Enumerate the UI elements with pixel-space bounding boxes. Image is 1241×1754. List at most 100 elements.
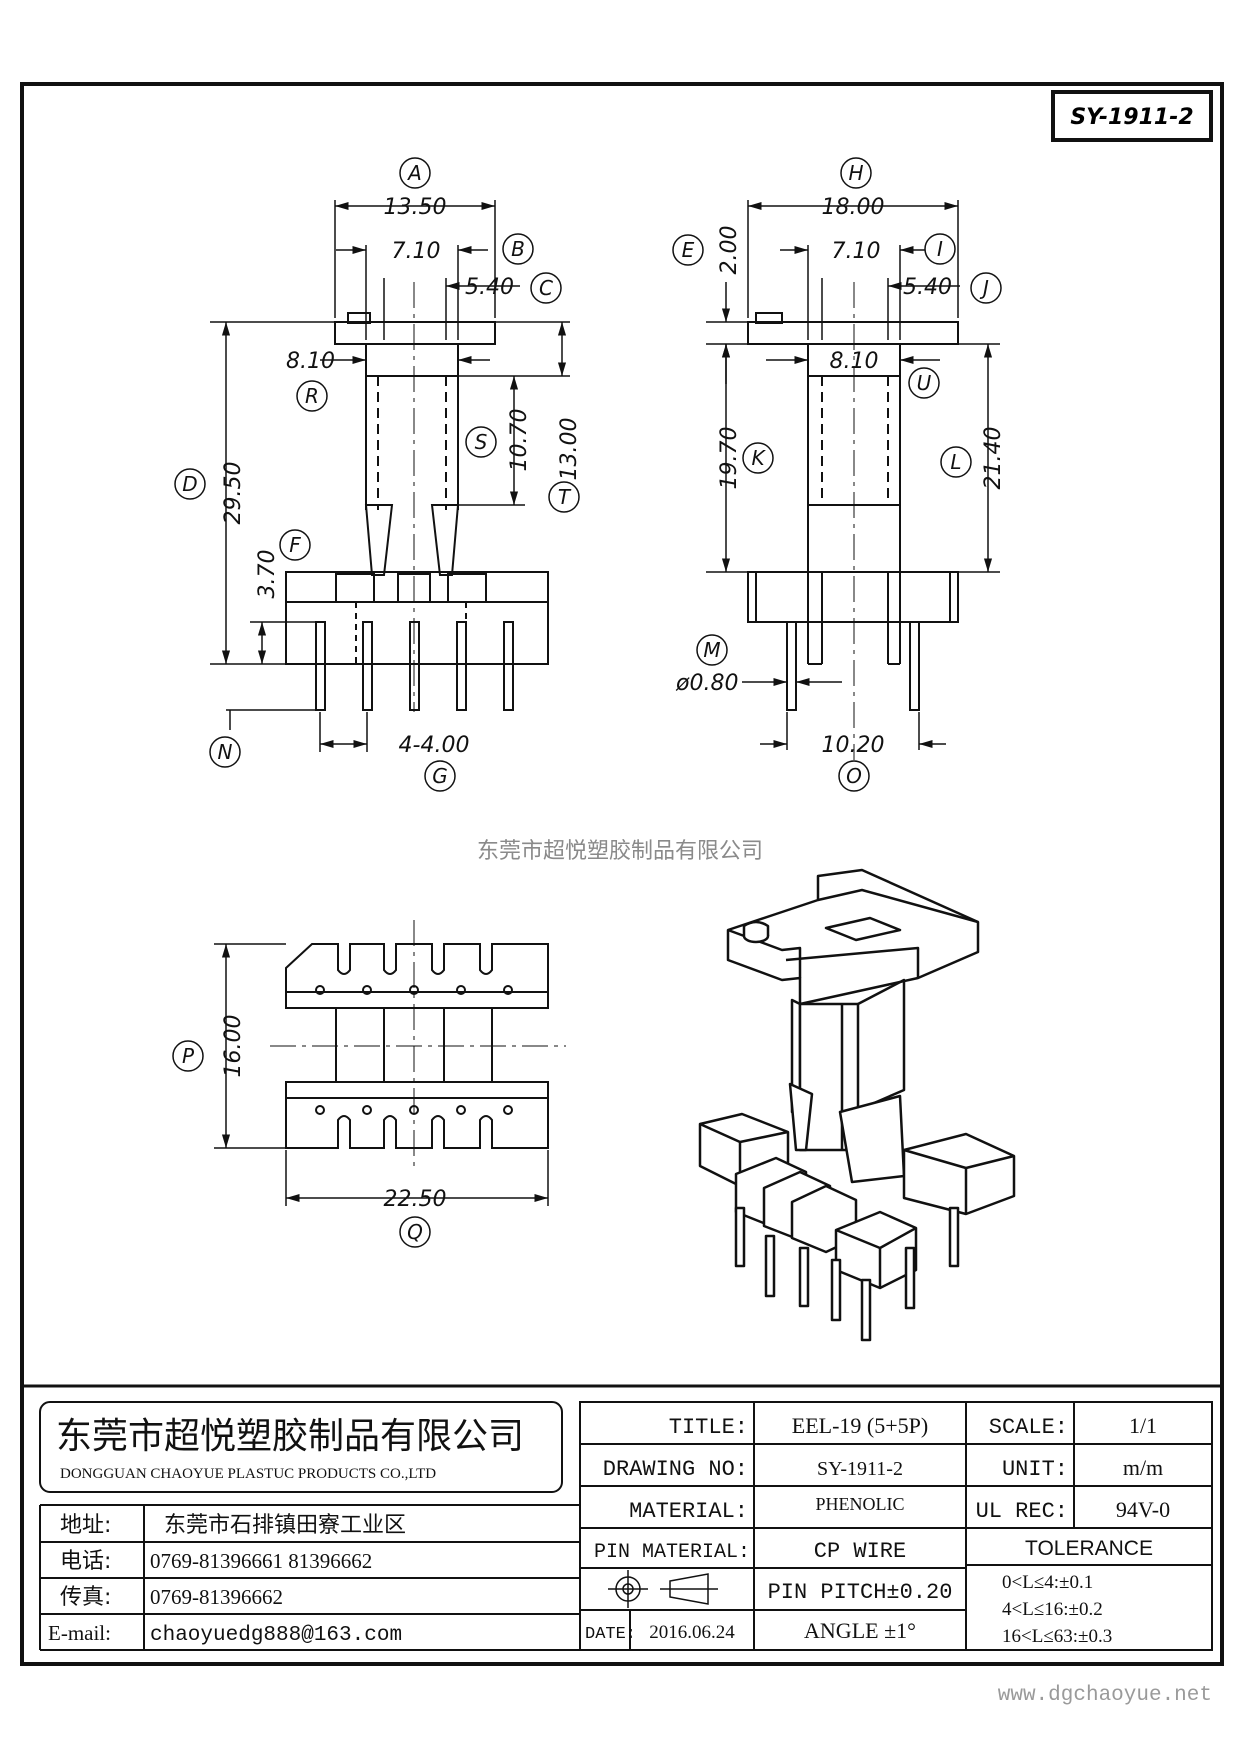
address-value: 东莞市石排镇田寮工业区 <box>164 1513 406 1538</box>
dim-f-value: 3.70 <box>255 550 280 599</box>
email-value: chaoyuedg888@163.com <box>150 1624 402 1647</box>
svg-text:J: J <box>979 276 989 300</box>
dim-l-value: 21.40 <box>981 427 1006 490</box>
dim-q-value: 22.50 <box>384 1187 447 1212</box>
balloon-p: P <box>172 1040 204 1072</box>
dim-t-value: 13.00 <box>557 418 582 481</box>
dim-m-value: ø0.80 <box>675 671 738 696</box>
dim-e-value: 2.00 <box>717 226 742 275</box>
bottom-dimensions <box>214 943 549 1206</box>
svg-text:L: L <box>950 450 961 474</box>
front-dimension-text: 13.50 7.10 5.40 8.10 10.70 13.00 29.50 3… <box>221 195 582 758</box>
svg-text:T: T <box>558 485 572 509</box>
side-dimensions <box>706 200 1000 750</box>
balloon-o: O <box>838 760 870 792</box>
email-label: E-mail: <box>48 1621 111 1645</box>
svg-text:E: E <box>682 238 695 262</box>
date-value: 2016.06.24 <box>649 1622 735 1643</box>
balloon-k: K <box>742 442 774 474</box>
dim-o-value: 10.20 <box>822 733 885 758</box>
front-dimensions <box>210 200 570 752</box>
balloon-m: M <box>696 634 728 666</box>
unit-value: m/m <box>1123 1455 1163 1480</box>
dim-i-value: 7.10 <box>832 239 881 264</box>
tolerance-symbol <box>608 1570 718 1608</box>
dim-u-value: 8.10 <box>830 349 879 374</box>
sheet-frame <box>20 82 1224 1666</box>
tolerance-row-2: 4<L≤16:±0.2 <box>1002 1599 1103 1620</box>
side-dimension-text: 18.00 7.10 5.40 8.10 2.00 19.70 21.40 ø0… <box>675 195 1006 758</box>
svg-text:S: S <box>475 430 488 454</box>
svg-text:D: D <box>182 472 197 496</box>
watermark-text: 东莞市超悦塑胶制品有限公司 <box>477 839 763 864</box>
svg-text:M: M <box>703 638 720 662</box>
svg-text:R: R <box>305 384 319 408</box>
dim-r-value: 8.10 <box>286 349 335 374</box>
website-url: www.dgchaoyue.net <box>998 1684 1212 1707</box>
tolerance-label: TOLERANCE <box>1025 1537 1153 1560</box>
balloon-t: T <box>548 481 580 513</box>
angle-value: ANGLE ±1° <box>804 1618 916 1643</box>
scale-label: SCALE: <box>989 1415 1068 1440</box>
unit-label: UNIT: <box>1002 1457 1068 1482</box>
svg-text:G: G <box>432 764 448 788</box>
fax-value: 0769-81396662 <box>150 1585 283 1609</box>
phone-value: 0769-81396661 81396662 <box>150 1549 372 1573</box>
svg-text:B: B <box>511 237 525 261</box>
dim-g-value: 4-4.00 <box>399 733 470 758</box>
svg-text:K: K <box>751 446 766 470</box>
front-base <box>285 571 549 665</box>
dim-j-value: 5.40 <box>903 275 952 300</box>
side-balloons: H E I J U K L M O <box>672 157 1002 792</box>
ul-rec-label: UL REC: <box>976 1499 1068 1524</box>
pin-material-value: CP WIRE <box>814 1539 906 1564</box>
side-base <box>747 571 959 623</box>
drawing-no-label: DRAWING NO: <box>603 1457 748 1482</box>
drawing-no-value: SY-1911-2 <box>817 1458 903 1480</box>
svg-text:F: F <box>289 533 301 557</box>
bottom-balloons: P Q <box>172 1040 431 1248</box>
balloon-e: E <box>672 234 704 266</box>
svg-text:I: I <box>937 237 943 261</box>
tolerance-row-1: 0<L≤4:±0.1 <box>1002 1572 1093 1593</box>
phone-label: 电话: <box>60 1549 111 1574</box>
balloon-d: D <box>174 468 206 500</box>
ul-rec-value: 94V-0 <box>1116 1497 1170 1522</box>
isometric-view <box>698 868 1016 1342</box>
balloon-f: F <box>279 529 311 561</box>
dim-p-value: 16.00 <box>221 1015 246 1078</box>
scale-value: 1/1 <box>1129 1413 1157 1438</box>
title-block <box>22 1384 1222 1651</box>
dim-k-value: 19.70 <box>717 427 742 490</box>
material-label: MATERIAL: <box>629 1499 748 1524</box>
title-value: EEL-19 (5+5P) <box>792 1413 928 1438</box>
svg-text:Q: Q <box>407 1220 423 1244</box>
address-label: 地址: <box>60 1513 111 1538</box>
balloon-h: H <box>840 157 872 189</box>
balloon-b: B <box>502 233 534 265</box>
balloon-r: R <box>296 380 328 412</box>
balloon-n: N <box>209 736 241 768</box>
drawing-code-box: SY-1911-2 <box>1051 90 1213 142</box>
drawing-code: SY-1911-2 <box>1070 105 1193 130</box>
front-view <box>285 282 549 712</box>
balloon-a: A <box>399 157 431 189</box>
svg-text:C: C <box>539 276 553 300</box>
date-label: DATE: <box>585 1625 636 1644</box>
balloon-q: Q <box>399 1216 431 1248</box>
company-name-en: DONGGUAN CHAOYUE PLASTUC PRODUCTS CO.,LT… <box>60 1466 436 1482</box>
pin-pitch: PIN PITCH±0.20 <box>768 1580 953 1605</box>
dim-c-value: 5.40 <box>465 275 514 300</box>
balloon-j: J <box>970 272 1002 304</box>
bottom-dimension-text: 16.00 22.50 <box>221 1015 446 1212</box>
balloon-c: C <box>530 272 562 304</box>
side-top-flange <box>747 321 959 345</box>
svg-text:P: P <box>182 1044 195 1068</box>
balloon-l: L <box>940 446 972 478</box>
title-label: TITLE: <box>669 1415 748 1440</box>
dim-s-value: 10.70 <box>507 409 532 472</box>
title-block-text: 东莞市超悦塑胶制品有限公司 DONGGUAN CHAOYUE PLASTUC P… <box>48 1413 1170 1647</box>
tolerance-row-3: 16<L≤63:±0.3 <box>1002 1626 1112 1647</box>
dim-d-value: 29.50 <box>221 462 246 525</box>
